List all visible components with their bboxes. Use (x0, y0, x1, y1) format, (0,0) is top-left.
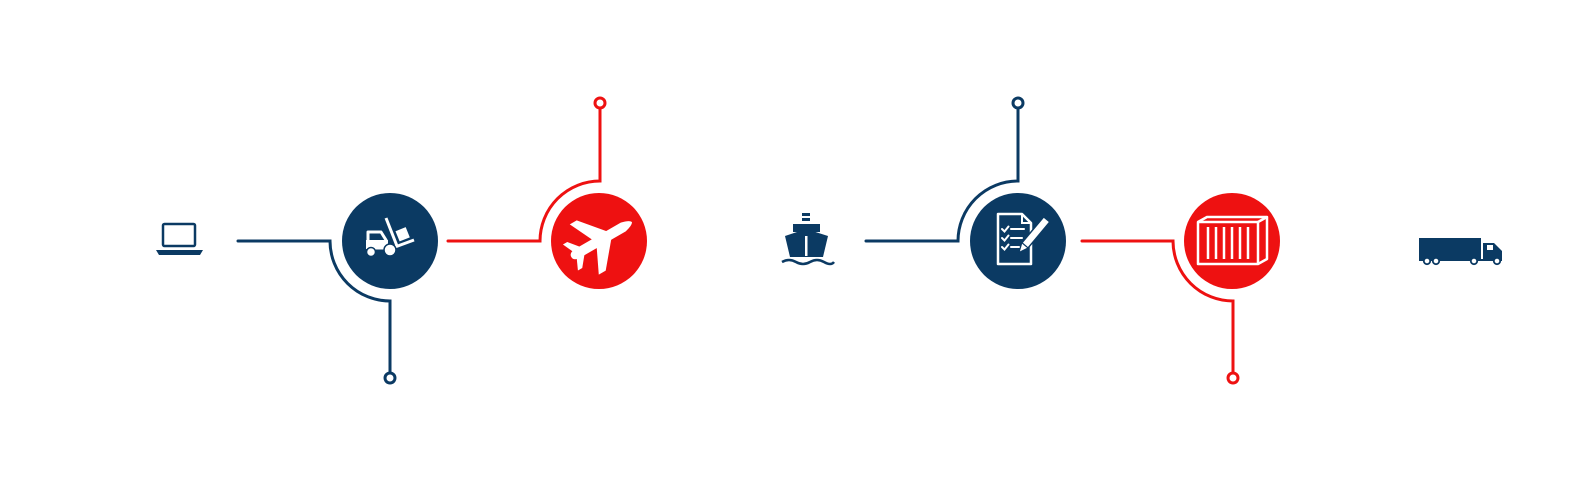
container-icon (1196, 215, 1269, 266)
connectors (236, 96, 1240, 385)
air-branch-end (593, 96, 607, 110)
container-circle (1184, 193, 1280, 289)
truck-icon (1419, 238, 1502, 266)
airplane-icon (562, 220, 632, 275)
documentation-circle (970, 193, 1066, 289)
warehouse-circle (342, 193, 438, 289)
connector-documentation-to-container (1080, 239, 1235, 375)
document-pen-icon (996, 212, 1051, 266)
ship-icon (781, 213, 835, 266)
connector-laptop-to-warehouse (236, 239, 392, 375)
laptop-icon (156, 222, 203, 255)
forklift-icon (365, 217, 415, 258)
connector-warehouse-to-air (446, 106, 602, 243)
documentation-branch-end (1011, 96, 1025, 110)
warehouse-branch-end (383, 371, 397, 385)
air-freight-circle (551, 193, 647, 289)
container-branch-end (1226, 371, 1240, 385)
connector-ship-to-documentation (864, 106, 1020, 243)
